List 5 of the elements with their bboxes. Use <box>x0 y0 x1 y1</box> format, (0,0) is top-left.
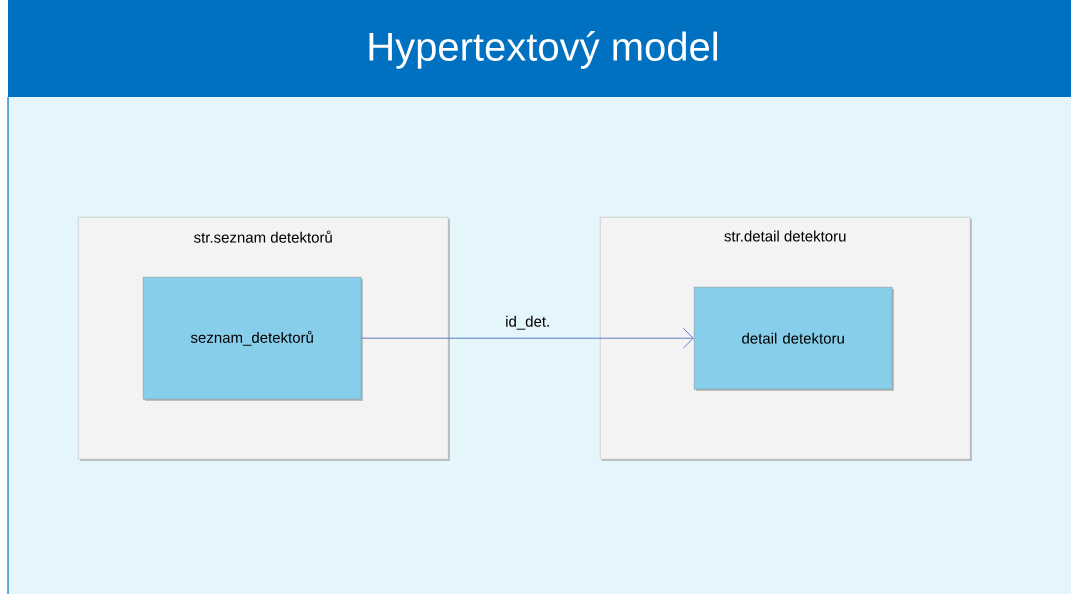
content-box: detail detektoru <box>694 287 894 391</box>
edge-label: id_det. <box>506 315 549 330</box>
content-box: seznam_detektorů <box>143 277 363 401</box>
arrow <box>360 327 694 349</box>
title-banner: Hypertextový model <box>8 0 1071 97</box>
